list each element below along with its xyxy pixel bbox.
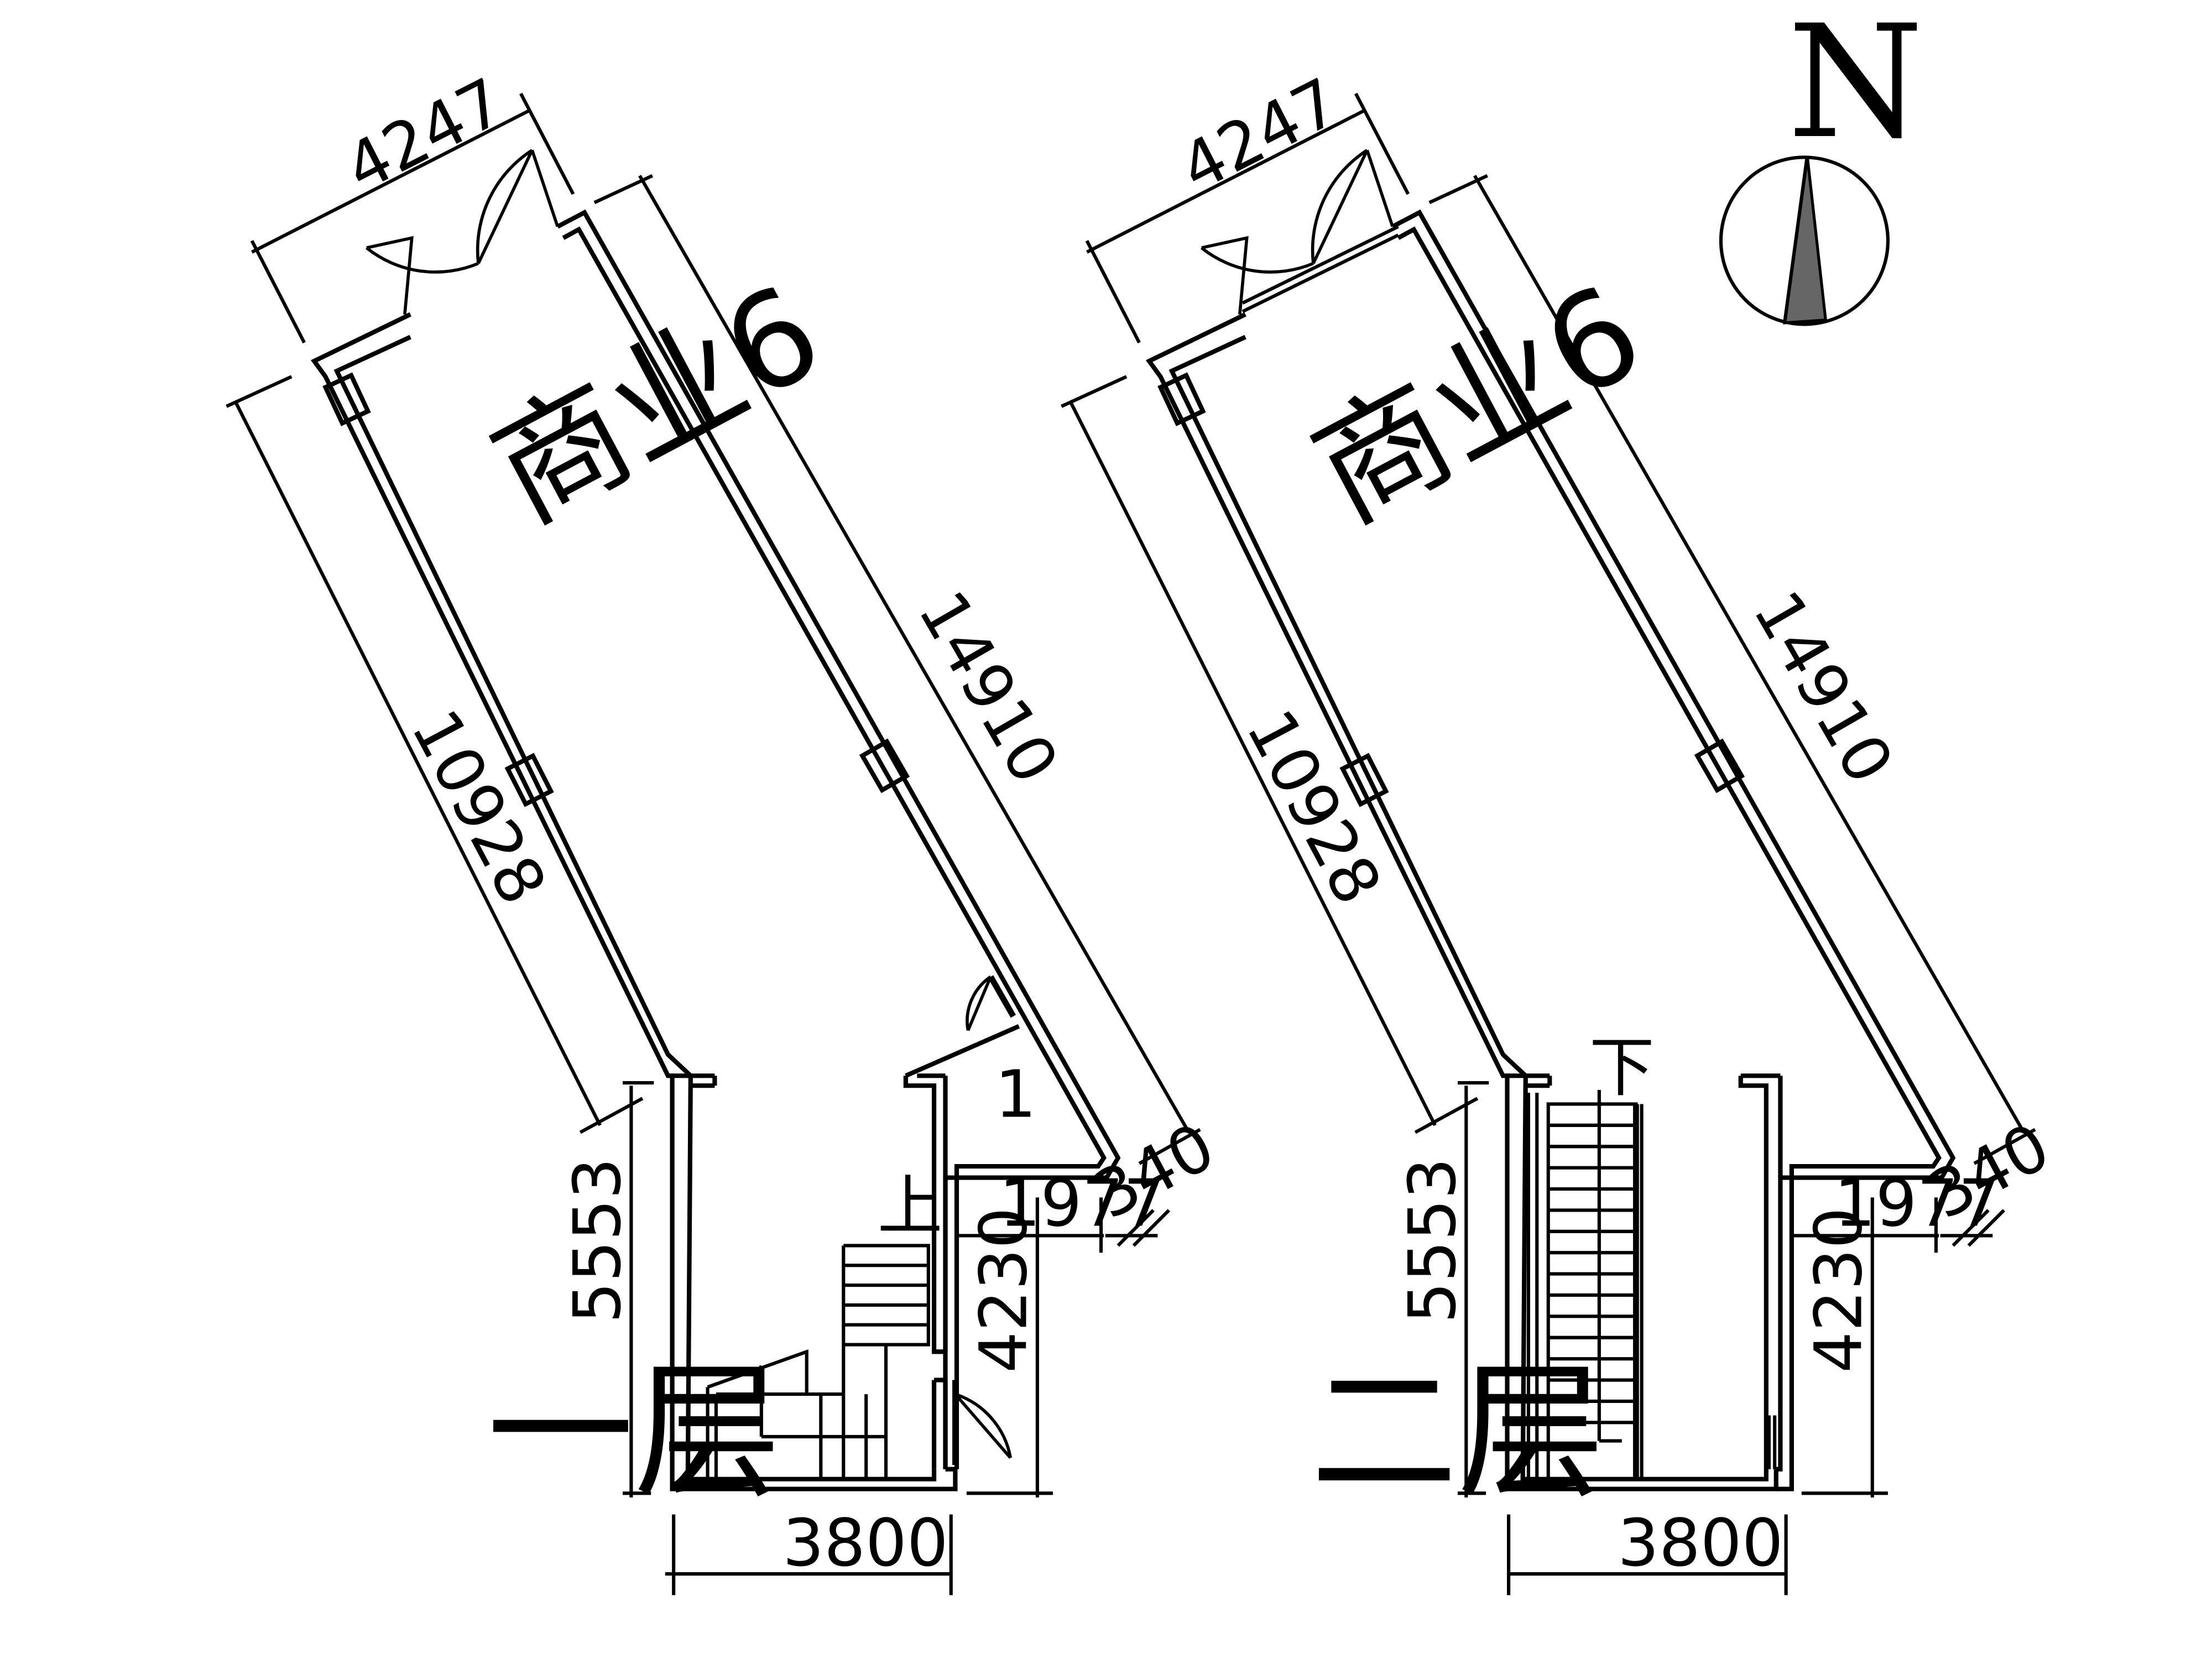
dim-bottom: 3800 — [782, 1505, 948, 1581]
staircase-down — [1526, 1089, 1644, 1481]
north-arrow: N — [1719, 0, 1924, 326]
dimension-lines — [1061, 92, 2036, 1595]
plan-second-floor: 4247 14910 10928 5553 4230 1977 340 3800… — [1061, 64, 2062, 1595]
plan-first-floor: 4247 14910 10928 5553 4230 1977 340 3800… — [226, 64, 1227, 1595]
structural-columns — [1157, 372, 1745, 807]
level-label: 一层 — [487, 1347, 781, 1518]
dim-bottom: 3800 — [1618, 1505, 1783, 1581]
dim-right-diagonal: 14910 — [1739, 578, 1908, 796]
dim-right-vertical: 4230 — [966, 1207, 1041, 1373]
dim-left-vertical: 5553 — [560, 1158, 635, 1324]
stair-direction-label: 上 — [878, 1168, 943, 1244]
dim-left-vertical: 5553 — [1395, 1158, 1470, 1324]
rear-door — [952, 1380, 1013, 1465]
stair-direction-label: 下 — [1589, 1030, 1655, 1105]
entrance-double-door — [366, 149, 559, 315]
room-label: 商业6 — [1291, 255, 1665, 551]
dim-top: 4247 — [1168, 64, 1350, 206]
room-mark: 1 — [995, 1057, 1036, 1133]
staircase-up — [706, 1244, 930, 1479]
north-label: N — [1787, 0, 1923, 173]
balcony-double-door — [1200, 149, 1399, 315]
dim-right-vertical: 4230 — [1801, 1207, 1876, 1373]
dimension-lines — [226, 92, 1201, 1595]
dim-right-diagonal: 14910 — [904, 578, 1073, 796]
dim-step-width: 1977 — [1834, 1166, 2000, 1241]
wall-outline — [310, 209, 1121, 1491]
room-label: 商业6 — [469, 255, 844, 551]
dim-step-width: 1977 — [999, 1166, 1165, 1241]
structural-columns — [322, 372, 910, 807]
level-label: 二层 — [1311, 1347, 1605, 1518]
dim-top: 4247 — [333, 64, 515, 206]
side-door — [966, 975, 1016, 1031]
